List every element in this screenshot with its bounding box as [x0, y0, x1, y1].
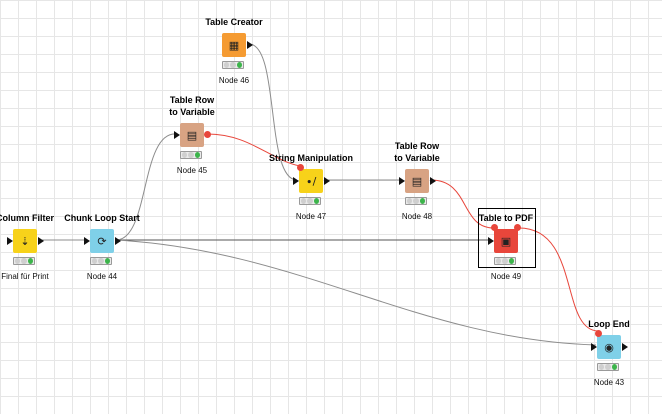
node-title[interactable]: Table Row to Variable	[169, 95, 215, 117]
node-icon[interactable]: ▦	[222, 33, 246, 57]
node-title[interactable]: Table Row to Variable	[394, 141, 440, 163]
output-port[interactable]	[247, 41, 253, 49]
input-port[interactable]	[7, 237, 13, 245]
output-port[interactable]	[115, 237, 121, 245]
node-title[interactable]: String Manipulation	[269, 153, 353, 163]
node-status-traffic-light	[405, 197, 427, 205]
node-status-traffic-light	[180, 151, 202, 159]
status-dot-green	[236, 62, 242, 68]
node-icon[interactable]: ◉	[597, 335, 621, 359]
node-title[interactable]: Column Filter	[0, 213, 54, 223]
node-status-traffic-light	[299, 197, 321, 205]
input-port[interactable]	[488, 237, 494, 245]
input-port[interactable]	[174, 131, 180, 139]
output-port[interactable]	[622, 343, 628, 351]
input-port[interactable]	[293, 177, 299, 185]
node-label[interactable]: Node 45	[176, 166, 208, 175]
status-dot-green	[611, 364, 617, 370]
status-dot-green	[508, 258, 514, 264]
output-port[interactable]	[324, 177, 330, 185]
status-dot-red	[301, 198, 307, 204]
output-port[interactable]	[38, 237, 44, 245]
status-dot-yellow	[502, 258, 508, 264]
var-connection-48-to-49[interactable]	[430, 179, 495, 229]
status-dot-green	[419, 198, 425, 204]
node-label[interactable]: Final für Print	[1, 272, 49, 281]
node-status-traffic-light	[13, 257, 35, 265]
node-title[interactable]: Chunk Loop Start	[64, 213, 140, 223]
node-label[interactable]: Node 44	[86, 272, 118, 281]
status-dot-red	[92, 258, 98, 264]
variable-input-port[interactable]	[297, 164, 304, 171]
status-dot-yellow	[188, 152, 194, 158]
connection-chunk-loop-to-row2var45[interactable]	[115, 133, 178, 241]
status-dot-green	[194, 152, 200, 158]
input-port[interactable]	[591, 343, 597, 351]
node-title[interactable]: Table to PDF	[478, 213, 534, 223]
status-dot-yellow	[98, 258, 104, 264]
node-icon[interactable]: ⇣	[13, 229, 37, 253]
node-label[interactable]: Node 48	[401, 212, 433, 221]
status-dot-yellow	[307, 198, 313, 204]
node-label[interactable]: Node 47	[295, 212, 327, 221]
selection-box	[478, 208, 536, 268]
node-status-traffic-light	[494, 257, 516, 265]
node-icon[interactable]: ▣	[494, 229, 518, 253]
node-label[interactable]: Node 49	[490, 272, 522, 281]
status-dot-red	[407, 198, 413, 204]
node-title[interactable]: Loop End	[588, 319, 630, 329]
output-port[interactable]	[430, 177, 436, 185]
node-status-traffic-light	[90, 257, 112, 265]
connection-table-creator-to-string-manipulation[interactable]	[248, 43, 298, 181]
input-port[interactable]	[84, 237, 90, 245]
status-dot-red	[182, 152, 188, 158]
status-dot-red	[224, 62, 230, 68]
status-dot-green	[104, 258, 110, 264]
status-dot-yellow	[230, 62, 236, 68]
variable-output-port[interactable]	[514, 224, 521, 231]
node-label[interactable]: Node 46	[218, 76, 250, 85]
var-connection-45-to-47[interactable]	[206, 133, 301, 167]
status-dot-yellow	[605, 364, 611, 370]
input-port[interactable]	[399, 177, 405, 185]
variable-input-port[interactable]	[595, 330, 602, 337]
variable-output-port[interactable]	[204, 131, 211, 138]
node-label[interactable]: Node 43	[593, 378, 625, 387]
node-status-traffic-light	[597, 363, 619, 371]
status-dot-red	[496, 258, 502, 264]
variable-input-port[interactable]	[491, 224, 498, 231]
node-status-traffic-light	[222, 61, 244, 69]
status-dot-yellow	[413, 198, 419, 204]
var-connection-49-to-loop-end[interactable]	[518, 227, 599, 332]
status-dot-red	[15, 258, 21, 264]
status-dot-yellow	[21, 258, 27, 264]
node-title[interactable]: Table Creator	[205, 17, 263, 27]
status-dot-green	[313, 198, 319, 204]
status-dot-green	[27, 258, 33, 264]
node-icon[interactable]: ∙/	[299, 169, 323, 193]
connection-chunk-loop-to-loop-end[interactable]	[115, 239, 597, 346]
status-dot-red	[599, 364, 605, 370]
node-icon[interactable]: ▤	[180, 123, 204, 147]
node-icon[interactable]: ▤	[405, 169, 429, 193]
node-icon[interactable]: ⟳	[90, 229, 114, 253]
